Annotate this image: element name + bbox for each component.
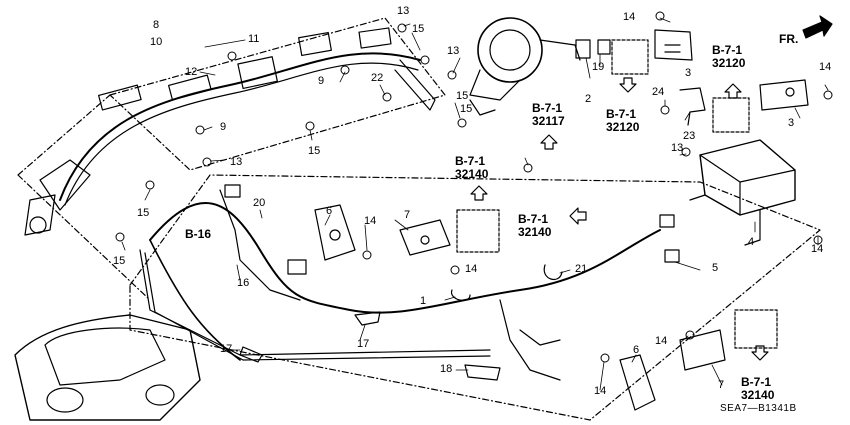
clamp-18 <box>464 364 501 381</box>
bracket <box>679 87 706 126</box>
arrow-left-1 <box>569 207 587 225</box>
clock-spring <box>477 17 543 83</box>
callout-8: 8 <box>153 19 160 31</box>
callout-17: 17 <box>357 338 370 350</box>
vehicle-outline <box>14 314 201 421</box>
reference-bottom-right: B-7-1 32140 <box>741 375 775 402</box>
callout-24: 24 <box>652 86 665 98</box>
reference-clock-spring: B-7-1 32117 <box>532 101 565 128</box>
callout-2: 2 <box>585 93 592 105</box>
callout-7: 7 <box>404 209 411 221</box>
clamp-17a <box>354 311 381 326</box>
arrow-up-1 <box>724 83 742 99</box>
arrow-down-1 <box>619 77 637 93</box>
callout-1: 1 <box>420 295 427 307</box>
side-sensor-top <box>654 29 693 61</box>
callout-6b: 6 <box>633 344 640 356</box>
bolts <box>115 11 833 363</box>
callout-22: 22 <box>371 72 384 84</box>
srs-unit <box>699 139 796 216</box>
callout-9b: 9 <box>220 121 227 133</box>
airbag-assembly-outline <box>109 17 446 171</box>
callout-23: 23 <box>683 130 696 142</box>
leader-box-left <box>17 94 151 301</box>
reference-mid-right: B-7-1 32140 <box>518 212 552 239</box>
reference-top-right: B-7-1 32120 <box>712 43 746 70</box>
callout-14c: 14 <box>465 263 478 275</box>
callout-3: 3 <box>685 67 692 79</box>
callout-21: 21 <box>575 263 588 275</box>
rear-sensor <box>619 354 656 411</box>
callout-18: 18 <box>440 363 453 375</box>
callout-14d: 14 <box>364 215 377 227</box>
callout-17b: 17 <box>220 343 233 355</box>
front-direction-arrow <box>802 15 833 39</box>
callout-4: 4 <box>748 236 755 248</box>
front-sensor <box>314 204 356 261</box>
floor-harness <box>139 249 491 356</box>
diagram-code: SEA7—B1341B <box>720 403 797 414</box>
arrow-up-3 <box>470 185 488 201</box>
callout-15d: 15 <box>137 207 150 219</box>
callout-14b: 14 <box>819 61 832 73</box>
callout-16: 16 <box>237 277 250 289</box>
leader-lines <box>121 17 829 391</box>
harness-outline <box>129 174 821 421</box>
callout-15e: 15 <box>113 255 126 267</box>
arrow-up-2 <box>540 134 558 150</box>
reference-mid-left: B-7-1 32140 <box>455 154 489 181</box>
clamp-1 <box>451 289 471 302</box>
callout-7b: 7 <box>718 379 725 391</box>
clamp-21 <box>543 264 563 281</box>
front-direction-label: FR. <box>779 32 799 46</box>
side-sensor-right <box>759 79 809 111</box>
callout-13d: 13 <box>671 142 684 154</box>
rear-sensor-mount <box>679 329 726 371</box>
callout-3b: 3 <box>788 117 795 129</box>
callout-11: 11 <box>248 33 260 45</box>
callout-15b: 15 <box>460 103 473 115</box>
callout-12: 12 <box>185 66 198 78</box>
callout-15: 15 <box>412 23 425 35</box>
callout-14e: 14 <box>594 385 607 397</box>
callout-5: 5 <box>712 262 719 274</box>
callout-14f: 14 <box>655 335 668 347</box>
arrow-down-2 <box>751 345 769 361</box>
callout-9: 9 <box>318 75 325 87</box>
front-sensor-mount <box>399 219 451 256</box>
callout-13c: 13 <box>230 156 243 168</box>
reference-sensor-top: B-7-1 32120 <box>606 107 640 134</box>
callout-20: 20 <box>253 197 266 209</box>
curtain-airbag <box>59 52 421 201</box>
callout-14: 14 <box>623 11 636 23</box>
callout-6: 6 <box>326 205 333 217</box>
callout-13b: 13 <box>447 45 460 57</box>
callout-15f: 15 <box>456 90 469 102</box>
callout-13: 13 <box>397 5 410 17</box>
callout-10: 10 <box>150 36 163 48</box>
reference-b16: B-16 <box>185 227 212 241</box>
callout-14g: 14 <box>811 243 824 255</box>
clamp-17b <box>239 346 263 363</box>
callout-15c: 15 <box>308 145 321 157</box>
callout-19: 19 <box>592 61 605 73</box>
